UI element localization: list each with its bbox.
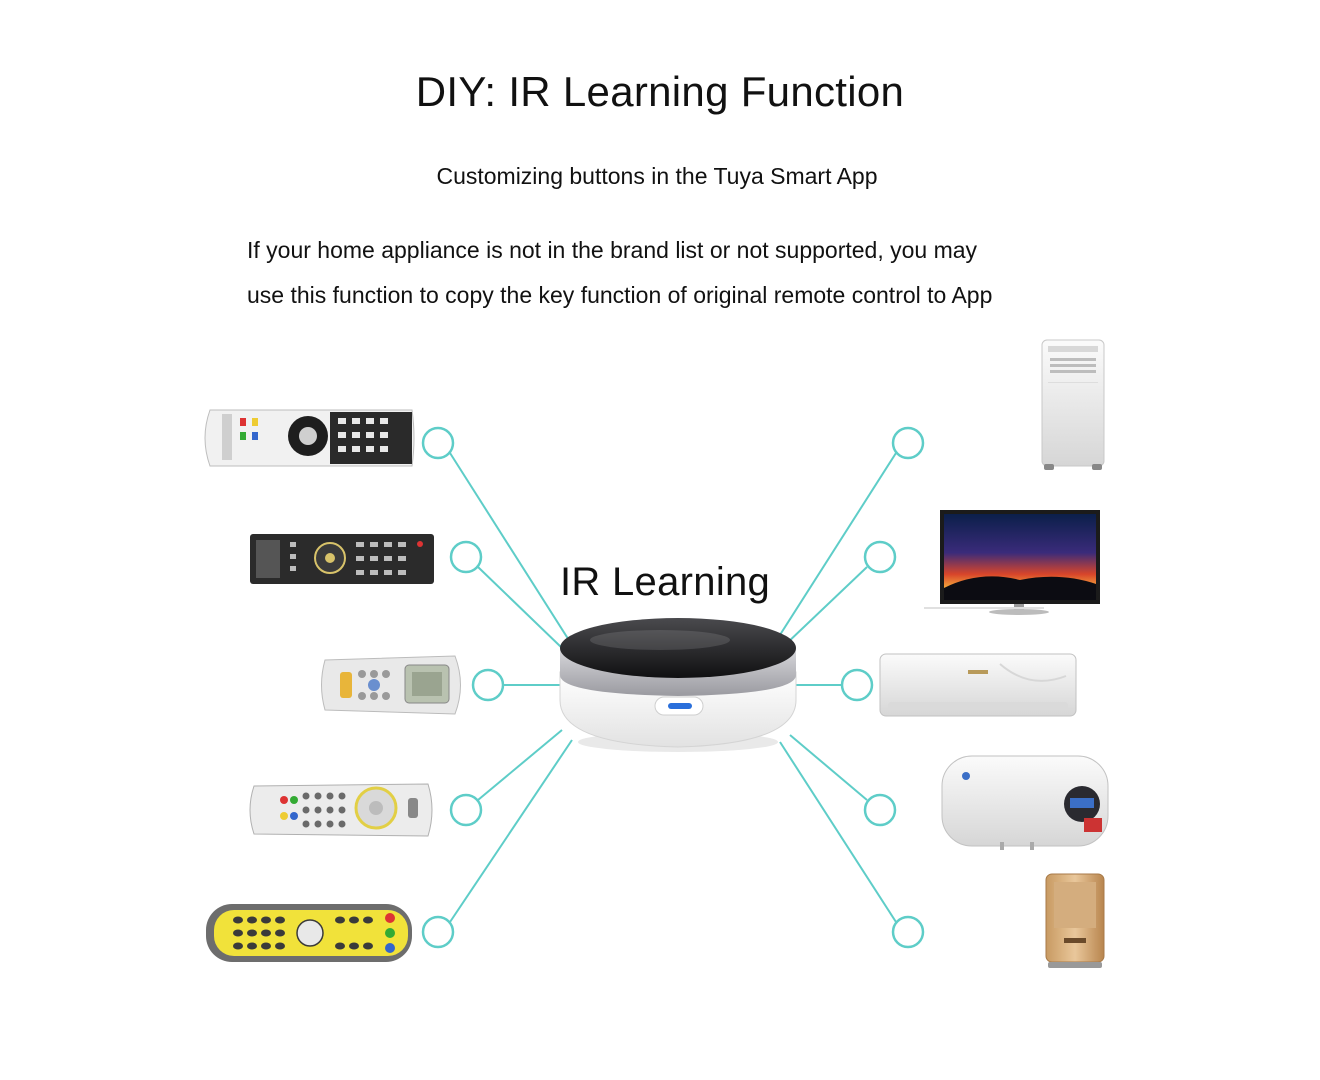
- description: If your home appliance is not in the bra…: [247, 228, 1127, 318]
- hub-indicator-light: [668, 703, 692, 709]
- tv-remote-white-icon: [204, 409, 415, 467]
- connector-lines: [449, 452, 897, 923]
- ir-learning-label: IR Learning: [560, 560, 771, 604]
- tv-remote-black-icon: [250, 534, 434, 584]
- set-top-box-remote-icon: [249, 783, 433, 837]
- page-title: DIY: IR Learning Function: [415, 68, 905, 115]
- split-air-conditioner-icon: [879, 653, 1077, 717]
- television-icon: [924, 510, 1100, 615]
- water-heater-icon: [941, 755, 1109, 850]
- yellow-universal-remote-icon: [206, 904, 412, 962]
- ir-hub-icon: [559, 618, 797, 752]
- page-subtitle: Customizing buttons in the Tuya Smart Ap…: [436, 163, 878, 189]
- air-purifier-icon: [1045, 873, 1105, 968]
- portable-air-conditioner-icon: [1041, 339, 1105, 470]
- connector-nodes: [421, 426, 925, 949]
- description-line-1: If your home appliance is not in the bra…: [247, 237, 978, 263]
- description-line-2: use this function to copy the key functi…: [247, 282, 993, 308]
- ac-remote-icon: [321, 655, 461, 715]
